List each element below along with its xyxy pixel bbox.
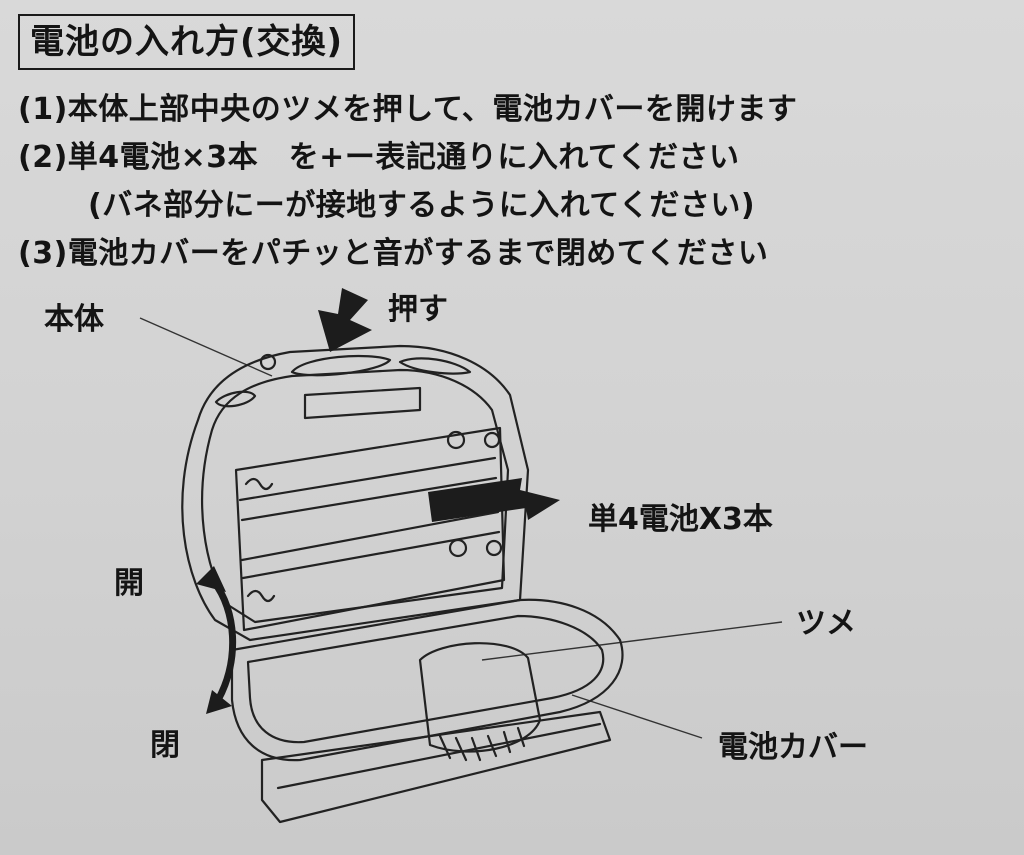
latch-leader-line — [481, 621, 783, 661]
cover-leader-line — [571, 694, 703, 739]
spring-icon — [246, 589, 276, 603]
push-label: 押す — [388, 292, 448, 327]
insert-arrow-icon — [428, 478, 560, 522]
push-arrow-icon — [318, 288, 372, 352]
battery-terminal-icon — [448, 538, 468, 558]
section-heading: 電池の入れ方(交換) — [18, 14, 356, 70]
battery-cover — [230, 598, 624, 824]
step-2-note: (バネ部分にーが接地するように入れてください) — [88, 188, 756, 223]
step-1: (1)本体上部中央のツメを押して、電池カバーを開けます — [18, 92, 798, 127]
device-body — [181, 344, 530, 642]
close-label: 閉 — [150, 728, 180, 763]
open-close-arrow-icon — [196, 566, 237, 714]
battery-compartment — [234, 426, 506, 632]
spring-icon — [244, 477, 274, 491]
step-2: (2)単4電池×3本 を+ー表記通りに入れてください — [18, 140, 740, 175]
cover-label: 電池カバー — [718, 730, 868, 765]
batteries-label: 単4電池X3本 — [588, 502, 773, 537]
body-leader-line — [139, 317, 273, 377]
battery-terminal-icon — [446, 430, 466, 450]
step-3: (3)電池カバーをパチッと音がするまで閉めてください — [18, 236, 769, 271]
body-label: 本体 — [44, 302, 104, 337]
open-label: 開 — [114, 566, 144, 601]
latch-label: ツメ — [796, 606, 856, 641]
